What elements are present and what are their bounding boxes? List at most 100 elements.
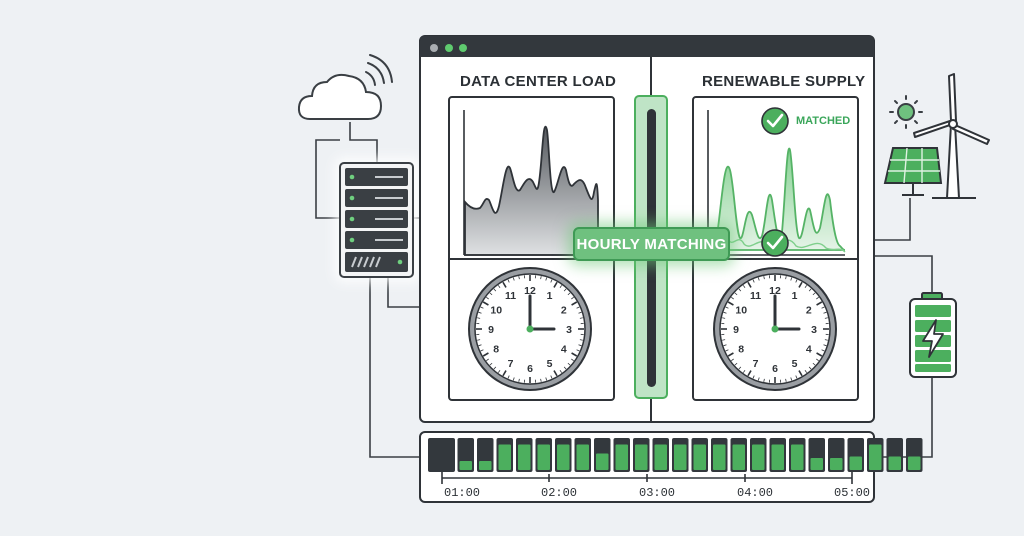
solar-panel-icon	[883, 147, 943, 196]
clock-tick	[723, 311, 727, 314]
clock-tick	[816, 301, 823, 306]
clock-tick	[821, 306, 825, 309]
clock-tick	[550, 279, 553, 283]
clock-tick	[480, 306, 484, 309]
clock-tick	[725, 349, 729, 352]
check-icon	[761, 229, 789, 257]
clock-tick	[576, 349, 580, 352]
clock-tick	[477, 317, 481, 319]
clock-tick	[790, 277, 793, 281]
clock-tick	[757, 277, 760, 281]
sun-icon	[889, 95, 923, 129]
clock-tick	[727, 301, 734, 306]
clock-tick	[502, 370, 507, 377]
clock-tick	[804, 370, 808, 373]
clock-tick	[571, 301, 578, 306]
clock-tick	[545, 377, 548, 381]
clock-tick	[785, 378, 787, 382]
timeline-slot-fill	[693, 444, 706, 470]
clock-number: 3	[566, 324, 572, 336]
clock-number: 12	[524, 285, 536, 297]
clock-tick	[742, 285, 746, 288]
clock-tick	[563, 288, 567, 292]
clock-number: 1	[792, 290, 798, 302]
clock-number: 2	[806, 305, 812, 317]
clock-number: 4	[561, 344, 567, 356]
clock-tick	[734, 292, 738, 296]
connector-lines	[315, 122, 933, 458]
clock-tick	[493, 288, 497, 292]
clock-number: 1	[547, 290, 553, 302]
clock-tick	[478, 311, 482, 314]
wifi-icon	[365, 54, 393, 86]
clock-tick	[507, 375, 510, 379]
timeline-time-label: 03:00	[639, 486, 676, 500]
clock-tick	[816, 296, 819, 300]
matched-badge: MATCHED	[796, 115, 851, 127]
timeline-slot-fill	[576, 444, 589, 470]
clock-tick	[738, 288, 742, 292]
clock-number: 9	[488, 324, 494, 336]
clock-tick	[512, 277, 515, 281]
clock-number: 10	[490, 305, 502, 317]
clock-tick	[816, 352, 823, 357]
clock-tick	[563, 366, 567, 370]
clock-number: 5	[547, 358, 553, 370]
clock-tick	[757, 377, 760, 381]
clock-tick	[571, 352, 578, 357]
timeline-slot-fill	[791, 444, 804, 470]
clock-tick	[731, 296, 734, 300]
clock-tick	[576, 306, 580, 309]
clock-tick	[507, 279, 510, 283]
clock-tick	[812, 292, 816, 296]
timeline-slot-fill	[888, 456, 901, 470]
clock-tick	[578, 311, 582, 314]
clock-tick	[540, 378, 542, 382]
timeline-slot-fill	[849, 456, 862, 470]
clock-tick	[823, 311, 827, 314]
clock-number: 11	[505, 290, 516, 302]
check-icon	[761, 107, 789, 135]
clock-number: 6	[527, 363, 533, 375]
wind-turbine-icon	[913, 73, 990, 199]
clock-number: 10	[735, 305, 747, 317]
timeline-time-label: 02:00	[541, 486, 578, 500]
clock-tick	[722, 317, 726, 319]
clock-tick	[489, 292, 493, 296]
timeline-slot-fill	[674, 444, 687, 470]
clock-tick	[763, 276, 765, 280]
clock-number: 7	[753, 358, 759, 370]
clock-tick	[738, 366, 742, 370]
clock-tick	[808, 366, 812, 370]
timeline-slot-fill	[869, 444, 882, 470]
clock-tick	[734, 362, 738, 366]
clock-tick	[477, 339, 481, 341]
clock-tick	[493, 366, 497, 370]
clock-tick	[798, 370, 803, 377]
clock-number: 11	[750, 290, 761, 302]
timeline-time-label: 05:00	[834, 486, 871, 500]
clock-number: 4	[806, 344, 812, 356]
clock-tick	[579, 339, 583, 341]
clock-tick	[812, 362, 816, 366]
clock-tick	[808, 288, 812, 292]
clock-tick	[559, 285, 563, 288]
clock-tick	[486, 358, 489, 362]
clock-tick	[553, 370, 558, 377]
clock-number: 8	[493, 344, 499, 356]
timeline-slot-fill	[557, 444, 570, 470]
timeline-slot-fill	[596, 453, 609, 470]
clock-number: 2	[561, 305, 567, 317]
timeline-time-label: 01:00	[444, 486, 481, 500]
timeline-slot-fill	[635, 444, 648, 470]
clock-tick	[823, 344, 827, 347]
clock-tick	[795, 279, 798, 283]
clock-number: 8	[738, 344, 744, 356]
timeline-slot-fill	[732, 444, 745, 470]
clock-tick	[723, 344, 727, 347]
clock-number: 7	[508, 358, 514, 370]
clock-tick	[785, 276, 787, 280]
clock-tick	[727, 352, 734, 357]
